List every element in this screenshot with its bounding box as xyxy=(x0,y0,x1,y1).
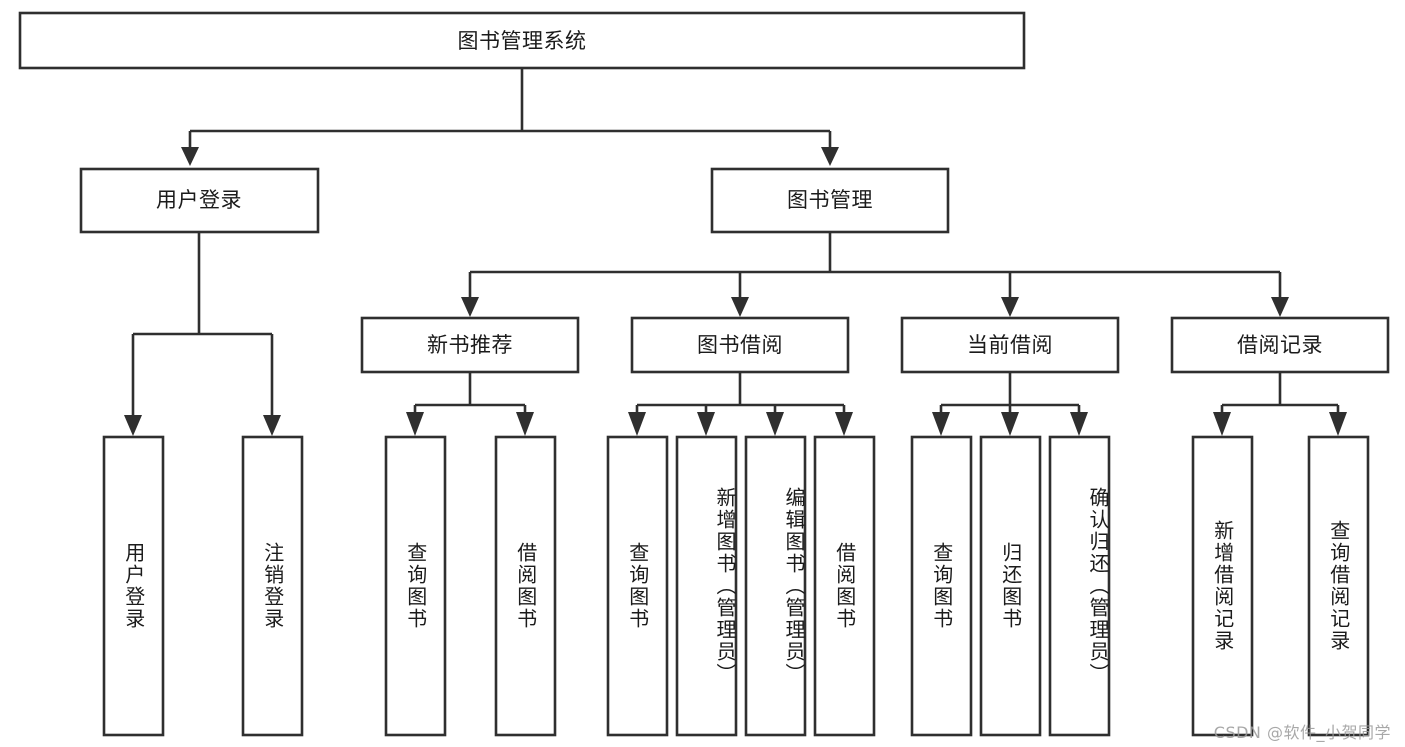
arrow-to-leaf-user-logout xyxy=(263,415,281,436)
arrow-to-leaf-add-book xyxy=(697,412,715,436)
arrow-to-borrow-record xyxy=(1271,297,1289,317)
node-box-leaf-confirm-return[interactable] xyxy=(1048,435,1111,737)
arrow-to-current-borrow xyxy=(1001,297,1019,317)
node-label-new-book-recommend: 新书推荐 xyxy=(427,333,513,357)
node-box-new-book-recommend[interactable] xyxy=(360,316,580,374)
arrow-to-book-borrow xyxy=(731,297,749,317)
node-box-leaf-borrow-book-1[interactable] xyxy=(494,435,557,737)
arrow-to-leaf-borrow-book-2 xyxy=(835,412,853,436)
node-label-current-borrow: 当前借阅 xyxy=(967,333,1053,357)
connector-group-current-borrow xyxy=(932,372,1088,436)
arrow-to-user-login xyxy=(181,147,199,166)
arrow-to-leaf-confirm-return xyxy=(1070,412,1088,436)
node-box-leaf-query-book-1[interactable] xyxy=(384,435,447,737)
arrow-to-leaf-borrow-book-1 xyxy=(516,412,534,436)
node-box-leaf-user-login[interactable] xyxy=(102,435,165,737)
connector-group-user-login xyxy=(124,232,281,436)
node-box-user-login[interactable] xyxy=(79,167,320,234)
node-box-root[interactable] xyxy=(18,11,1026,70)
node-box-leaf-add-record[interactable] xyxy=(1191,435,1254,737)
connector-group-new-book-recommend xyxy=(406,372,534,436)
node-label-book-manage: 图书管理 xyxy=(787,188,873,212)
watermark-text: CSDN @软件_小贺同学 xyxy=(1213,723,1391,742)
node-box-leaf-return-book[interactable] xyxy=(979,435,1042,737)
connector-group-book-borrow xyxy=(628,372,853,436)
connector-group-borrow-record xyxy=(1213,372,1347,436)
connector-group-root xyxy=(181,68,839,166)
node-label-borrow-record: 借阅记录 xyxy=(1237,333,1323,357)
arrow-to-leaf-user-login xyxy=(124,415,142,436)
arrow-to-leaf-query-record xyxy=(1329,412,1347,436)
node-box-leaf-query-record[interactable] xyxy=(1307,435,1370,737)
node-box-book-manage[interactable] xyxy=(710,167,950,234)
arrow-to-book-manage xyxy=(821,147,839,166)
node-label-root: 图书管理系统 xyxy=(458,29,587,53)
connector-group-book-manage xyxy=(461,232,1289,317)
node-label-book-borrow: 图书借阅 xyxy=(697,333,783,357)
arrow-to-leaf-query-book-1 xyxy=(406,412,424,436)
node-box-leaf-borrow-book-2[interactable] xyxy=(813,435,876,737)
node-box-leaf-query-book-2[interactable] xyxy=(606,435,669,737)
arrow-to-leaf-return-book xyxy=(1001,412,1019,436)
arrow-to-leaf-query-book-2 xyxy=(628,412,646,436)
node-box-leaf-add-book[interactable] xyxy=(675,435,738,737)
arrow-to-new-book-recommend xyxy=(461,297,479,317)
arrow-to-leaf-add-record xyxy=(1213,412,1231,436)
node-label-user-login: 用户登录 xyxy=(156,188,242,212)
node-box-current-borrow[interactable] xyxy=(900,316,1120,374)
node-box-book-borrow[interactable] xyxy=(630,316,850,374)
arrow-to-leaf-edit-book xyxy=(766,412,784,436)
node-box-leaf-query-book-3[interactable] xyxy=(910,435,973,737)
node-box-borrow-record[interactable] xyxy=(1170,316,1390,374)
node-box-leaf-edit-book[interactable] xyxy=(744,435,807,737)
node-box-leaf-user-logout[interactable] xyxy=(241,435,304,737)
arrow-to-leaf-query-book-3 xyxy=(932,412,950,436)
